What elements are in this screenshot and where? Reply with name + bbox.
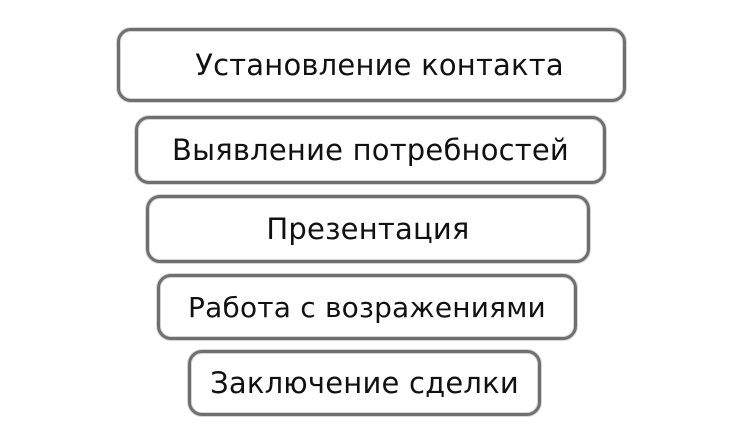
funnel-stage-label: Презентация [266, 212, 470, 246]
funnel-stage-label: Работа с возражениями [188, 290, 546, 324]
funnel-stage-closing: Заключение сделки [188, 350, 541, 416]
funnel-stage-label: Выявление потребностей [172, 133, 569, 167]
funnel-stage-label: Установление контакта [195, 48, 564, 82]
funnel-stage-contact: Установление контакта [117, 28, 626, 102]
funnel-stage-presentation: Презентация [146, 195, 590, 263]
funnel-stage-objections: Работа с возражениями [157, 274, 577, 340]
funnel-stage-label: Заключение сделки [210, 366, 519, 400]
funnel-stage-needs: Выявление потребностей [135, 116, 606, 184]
